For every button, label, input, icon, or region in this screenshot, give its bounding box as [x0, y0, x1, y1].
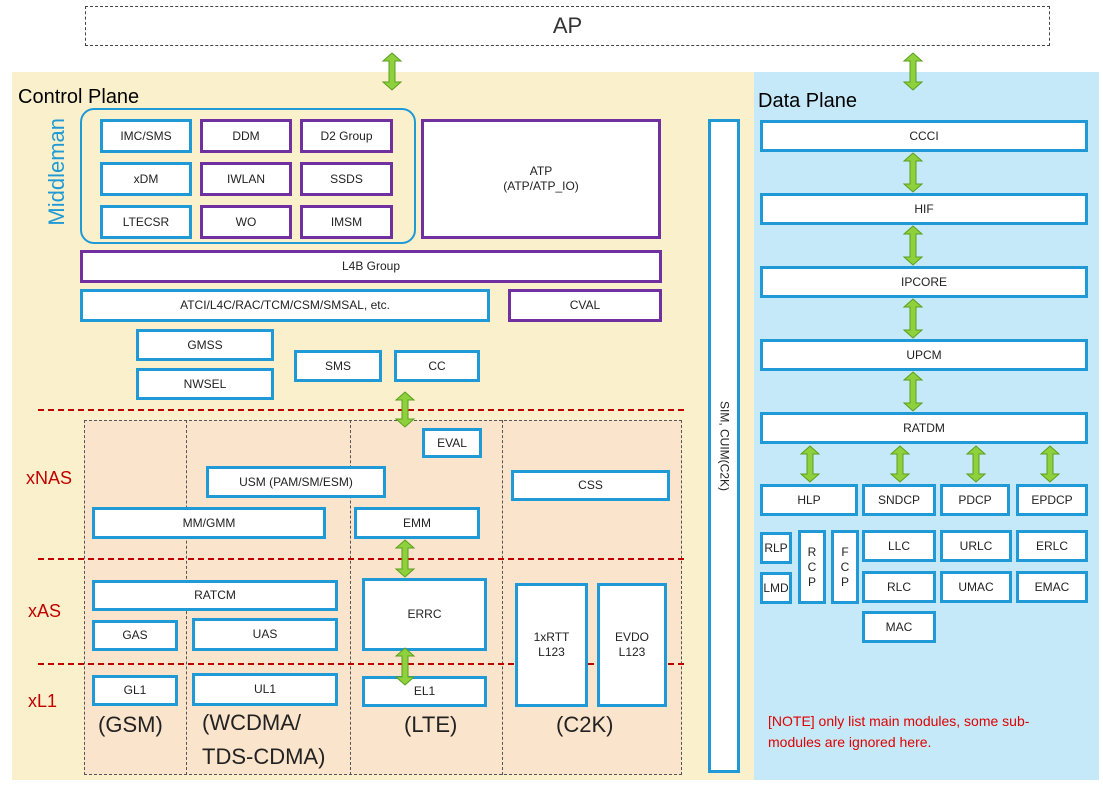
- cc-eval-arrow: [394, 391, 416, 428]
- c2k-evdo-box: EVDO L123: [597, 583, 667, 707]
- rcp-letter-p: P: [807, 574, 816, 589]
- c2k-rat-label: (C2K): [556, 712, 614, 737]
- ratdm-sndcp-arrow: [889, 445, 911, 483]
- lmd-box: LMD: [760, 572, 792, 604]
- rcp-letter-r: R: [807, 544, 817, 559]
- note-line1: [NOTE] only list main modules, some sub-: [768, 713, 1030, 729]
- ratdm-pdcp-arrow: [965, 445, 987, 483]
- xl1-label: xL1: [28, 691, 58, 711]
- el1-box: EL1: [362, 676, 487, 707]
- hif-ipcore-arrow: [902, 225, 924, 266]
- xdm-box: xDM: [100, 162, 192, 196]
- ap-label: AP: [552, 13, 583, 39]
- iwlan-box: IWLAN: [200, 162, 292, 196]
- wcdma-column-divider: [350, 420, 351, 775]
- uas-box: UAS: [192, 618, 338, 651]
- atp-line2: (ATP/ATP_IO): [503, 179, 579, 193]
- ap-box: AP: [85, 6, 1050, 46]
- atp-box: ATP (ATP/ATP_IO): [421, 119, 661, 239]
- sms-box: SMS: [294, 350, 382, 382]
- xas-label: xAS: [28, 601, 62, 621]
- ap-control-arrow: [381, 52, 403, 91]
- urlc-box: URLC: [940, 530, 1012, 562]
- c2k-1xrtt-box: 1xRTT L123: [515, 583, 588, 707]
- ap-data-arrow: [902, 52, 924, 91]
- sndcp-box: SNDCP: [862, 484, 936, 516]
- emm-box: EMM: [354, 507, 480, 539]
- erlc-box: ERLC: [1016, 530, 1088, 562]
- ipcore-upcm-arrow: [902, 298, 924, 339]
- l4b-group-box: L4B Group: [80, 250, 662, 283]
- nwsel-box: NWSEL: [136, 368, 274, 400]
- ratdm-epdcp-arrow: [1039, 445, 1061, 483]
- sim-cuim-label: SIM, CUIM(C2K): [717, 401, 732, 491]
- ssds-box: SSDS: [300, 162, 393, 196]
- mac-box: MAC: [862, 611, 936, 643]
- ccci-box: CCCI: [760, 120, 1088, 152]
- fcp-letter-c: C: [840, 559, 850, 574]
- mm-gmm-box: MM/GMM: [92, 507, 326, 539]
- ltecsr-box: LTECSR: [100, 205, 192, 239]
- note-line2: modules are ignored here.: [768, 734, 932, 750]
- upcm-ratdm-arrow: [902, 371, 924, 412]
- epdcp-box: EPDCP: [1016, 484, 1088, 516]
- c2k-evdo-line1: EVDO: [614, 630, 649, 644]
- gas-box: GAS: [92, 620, 178, 651]
- eval-box: EVAL: [422, 428, 482, 458]
- gmss-box: GMSS: [136, 329, 274, 361]
- rlp-box: RLP: [760, 532, 792, 564]
- c2k-1xrtt-line2: L123: [538, 645, 565, 659]
- imsm-box: IMSM: [300, 205, 393, 239]
- hlp-box: HLP: [760, 484, 858, 516]
- as-layer-line: [38, 558, 684, 560]
- wcdma-rat-label-1: (WCDMA/: [202, 710, 301, 735]
- llc-box: LLC: [862, 530, 936, 562]
- rcp-letter-c: C: [807, 559, 817, 574]
- data-plane-title: Data Plane: [758, 90, 857, 112]
- l1-layer-line: [38, 663, 684, 665]
- gl1-box: GL1: [92, 675, 178, 706]
- ccci-hif-arrow: [902, 152, 924, 193]
- control-plane-title: Control Plane: [18, 86, 140, 108]
- lte-rat-label: (LTE): [404, 712, 458, 737]
- hif-box: HIF: [760, 193, 1088, 225]
- wcdma-rat-label-2: TDS-CDMA): [202, 744, 326, 769]
- c2k-evdo-line2: L123: [618, 645, 646, 659]
- nas-layer-line: [38, 409, 684, 411]
- ul1-box: UL1: [192, 673, 338, 706]
- ddm-box: DDM: [200, 119, 292, 153]
- rlc-box: RLC: [862, 571, 936, 603]
- pdcp-box: PDCP: [940, 484, 1010, 516]
- atci-box: ATCI/L4C/RAC/TCM/CSM/SMSAL, etc.: [80, 289, 490, 322]
- middleman-group: [80, 108, 416, 244]
- wo-box: WO: [200, 205, 292, 239]
- fcp-letter-p: P: [840, 574, 849, 589]
- atp-line1: ATP: [529, 164, 553, 178]
- ratcm-box: RATCM: [92, 580, 338, 611]
- emac-box: EMAC: [1016, 571, 1088, 603]
- upcm-box: UPCM: [760, 339, 1088, 371]
- usm-box: USM (PAM/SM/ESM): [206, 466, 386, 498]
- xnas-label: xNAS: [26, 468, 73, 488]
- umac-box: UMAC: [940, 571, 1012, 603]
- emm-errc-arrow: [394, 539, 416, 578]
- fcp-box: F C P: [831, 530, 859, 604]
- cc-box: CC: [394, 350, 480, 382]
- imc-sms-box: IMC/SMS: [100, 119, 192, 153]
- ipcore-box: IPCORE: [760, 266, 1088, 298]
- fcp-letter-f: F: [841, 544, 849, 559]
- sim-cuim-box: SIM, CUIM(C2K): [708, 119, 740, 773]
- lte-column-divider: [502, 420, 503, 775]
- ratdm-box: RATDM: [760, 412, 1088, 444]
- d2-group-box: D2 Group: [300, 119, 393, 153]
- c2k-1xrtt-line1: 1xRTT: [533, 630, 570, 644]
- cval-box: CVAL: [508, 289, 662, 322]
- ratdm-hlp-arrow: [799, 445, 821, 483]
- errc-box: ERRC: [362, 578, 487, 651]
- css-box: CSS: [511, 470, 670, 501]
- errc-el1-arrow: [394, 647, 416, 686]
- gsm-rat-label: (GSM): [98, 712, 163, 737]
- rcp-box: R C P: [798, 530, 826, 604]
